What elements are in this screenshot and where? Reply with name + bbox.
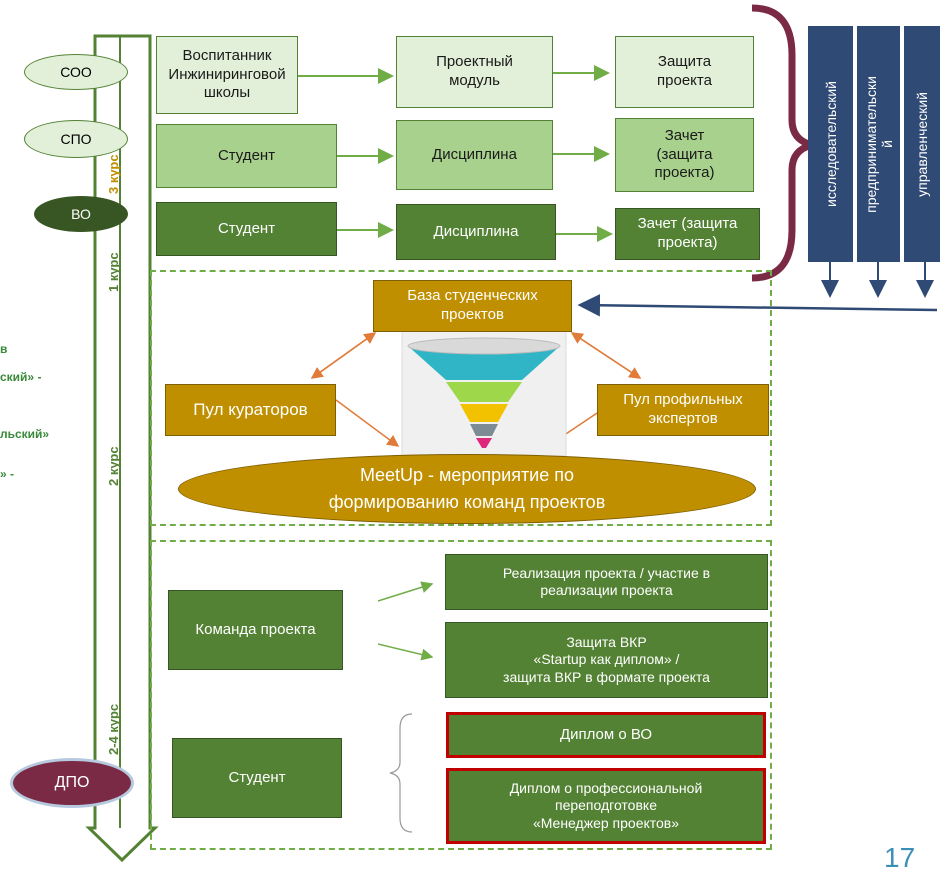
curators-pool: Пул кураторов [165,384,336,436]
course-2-label: 2 курс [106,446,121,486]
course-2-4-label: 2-4 курс [106,703,121,755]
level-soo: СОО [24,54,128,90]
experts-pool: Пул профильных экспертов [597,384,769,436]
diploma-vo: Диплом о ВО [446,712,766,758]
student-projects-base: База студенческих проектов [373,280,572,332]
level-spo: СПО [24,120,128,158]
level-dpo: ДПО [10,758,134,808]
project-team: Команда проекта [168,590,343,670]
student-final: Студент [172,738,342,818]
side-fragment: » - [0,467,15,481]
meetup-event: MeetUp - мероприятие по формированию ком… [178,454,756,524]
row2-discipline: Дисциплина [396,120,553,190]
funnel-illustration [401,329,567,457]
thesis-defense: Защита ВКР «Startup как диплом» / защита… [445,622,768,698]
meetup-section [150,270,772,526]
row1-pupil: Воспитанник Инжиниринговой школы [156,36,298,114]
project-realization: Реализация проекта / участие в реализаци… [445,554,768,610]
course-1-label: 1 курс [106,252,121,292]
row1-defense: Защита проекта [615,36,754,108]
row2-credit: Зачет (защита проекта) [615,118,754,192]
project-section [150,540,772,850]
track-research: исследовательский [808,26,853,262]
track-entrepreneurial: предпринимательски й [857,26,900,262]
row3-student: Студент [156,202,337,256]
side-fragment: ский» - [0,370,42,384]
track-managerial: управленческий [904,26,940,262]
row1-project-module: Проектный модуль [396,36,553,108]
row3-credit: Зачет (защита проекта) [615,208,760,260]
course-3-label: 3 курс [106,154,121,194]
side-fragment: льский» [0,427,50,441]
diploma-retraining: Диплом о профессиональной переподготовке… [446,768,766,844]
row3-discipline: Дисциплина [396,204,556,260]
side-fragment: в [0,342,8,356]
row2-student: Студент [156,124,337,188]
page-number: 17 [884,842,916,873]
timeline-arrow [85,34,159,863]
level-vo: ВО [34,196,128,232]
